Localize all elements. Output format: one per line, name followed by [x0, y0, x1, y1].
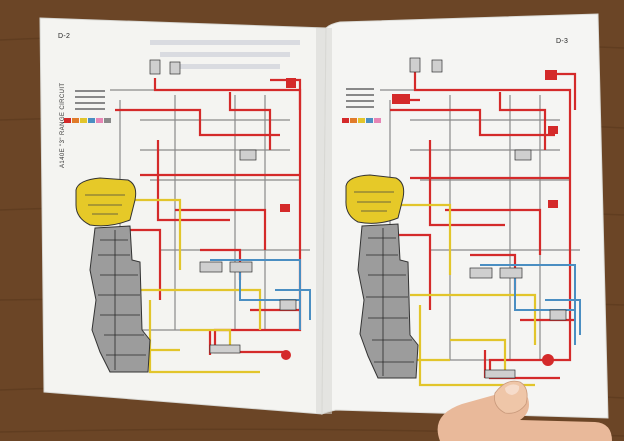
torque-converter-detail: [85, 194, 125, 215]
legend-text-lines-right: [346, 88, 374, 108]
transmission-cutaway: [89, 225, 151, 373]
transmission-detail-right: [366, 228, 414, 376]
transmission-detail: [98, 230, 146, 370]
left-circuit-diagram: [64, 40, 311, 374]
thumbnail: [505, 384, 520, 395]
gutter-shadow: [316, 28, 332, 414]
valve-red-blocks-right: [392, 70, 558, 366]
valve-red-blocks: [280, 78, 296, 360]
right-page-number: D-3: [556, 38, 569, 45]
hand-palm: [437, 390, 612, 441]
legend-swatches: [64, 118, 111, 123]
legend-text-lines: [75, 90, 105, 110]
right-circuit-diagram: [342, 57, 581, 387]
torque-converter: [75, 177, 137, 227]
hand: [437, 380, 612, 441]
valve-blocks-right: [409, 57, 567, 379]
bleed-through-text: [150, 40, 300, 69]
valve-blocks: [149, 59, 297, 354]
thumb: [494, 380, 528, 414]
torque-converter-right: [345, 174, 405, 224]
torque-converter-detail-right: [354, 191, 394, 212]
left-page-side-title: A140E "3" RANGE CIRCUIT: [60, 82, 66, 168]
lubrication-yellow-right: [400, 203, 537, 387]
left-page-number: D-2: [58, 33, 71, 40]
transmission-cutaway-right: [357, 223, 419, 379]
legend-swatches-right: [342, 118, 381, 123]
